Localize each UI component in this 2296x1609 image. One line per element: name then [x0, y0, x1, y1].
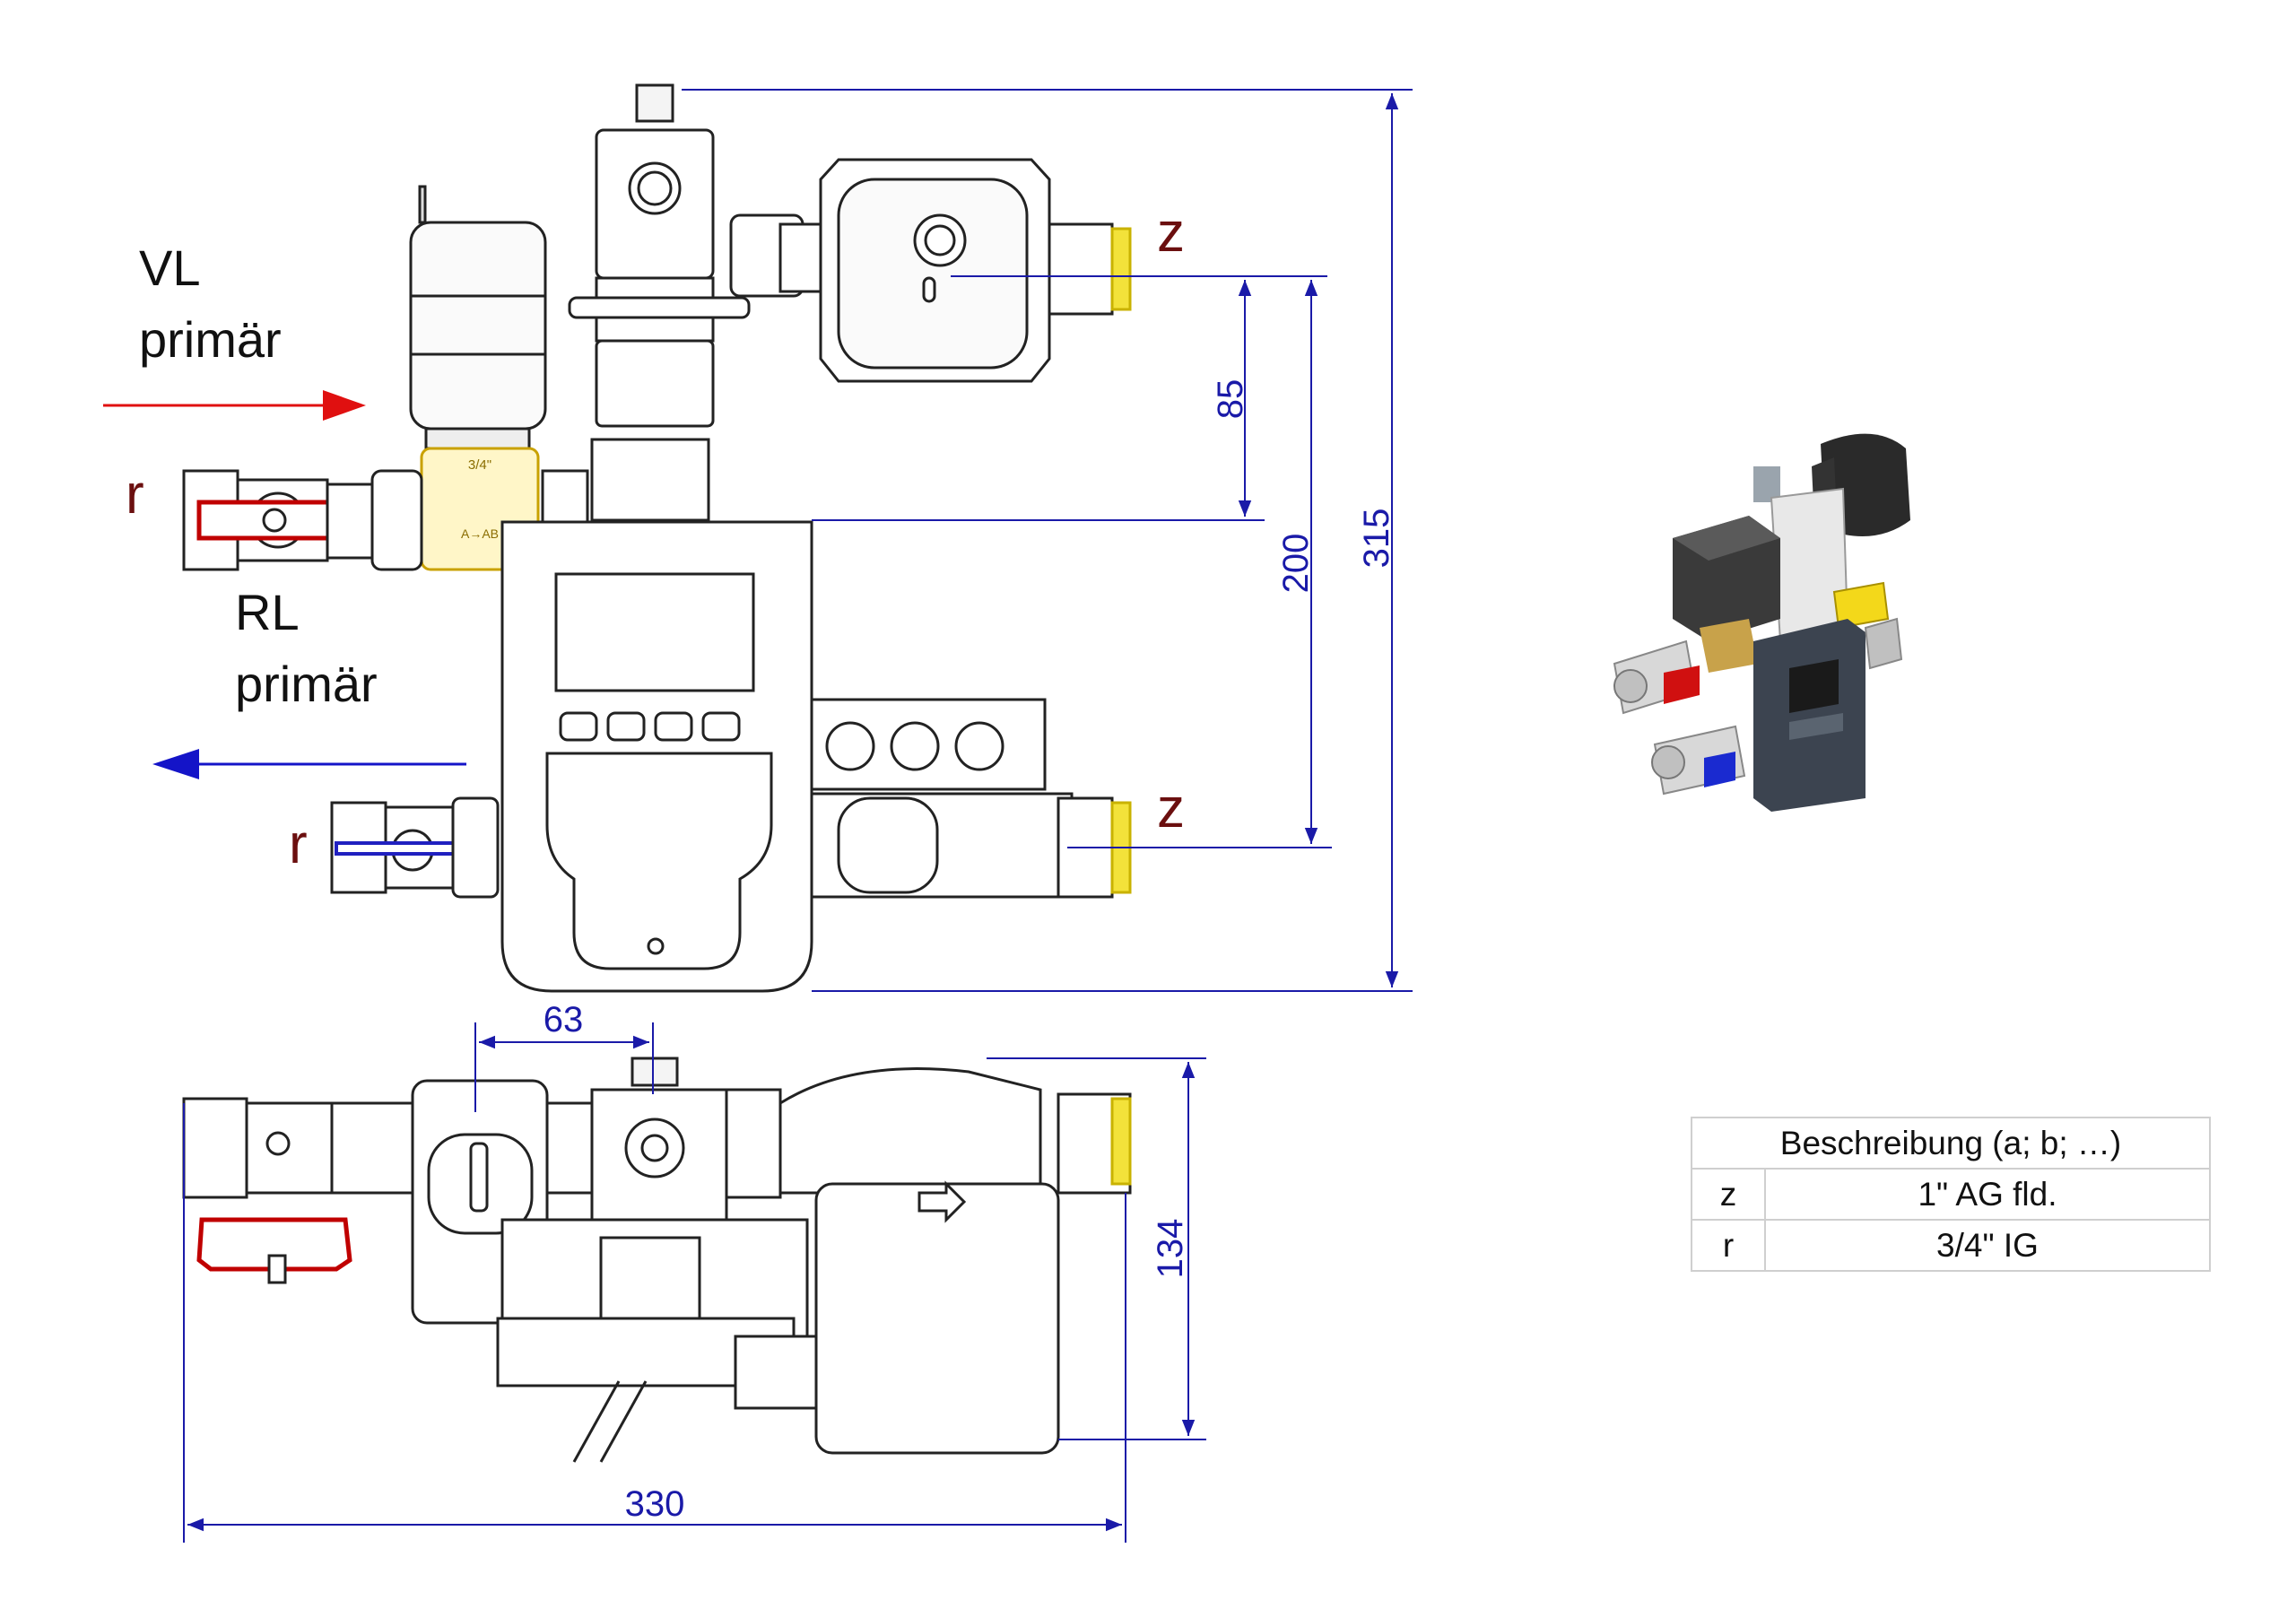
controller-key-1 [559, 711, 598, 742]
controller-key-4 [701, 711, 741, 742]
table-cell-description: 1" AG fld. [1764, 1168, 2211, 1221]
z-label-top: z [1157, 202, 1185, 264]
table-header: Beschreibung (a; b; …) [1691, 1117, 2211, 1170]
ball-valve-flow [182, 469, 423, 571]
r-label-bottom: r [289, 813, 308, 875]
description-table: Beschreibung (a; b; …) z 1" AG fld. r 3/… [1691, 1117, 2211, 1272]
ball-valve-return [330, 796, 500, 899]
table-cell-description: 3/4" IG [1764, 1219, 2211, 1272]
dim-200: 200 [1276, 534, 1316, 594]
rl-sub-label: primär [235, 656, 378, 712]
valve-marking-label: A→AB [461, 526, 499, 541]
controller-display [554, 572, 755, 692]
flow-arrows [103, 390, 466, 779]
table-row: r 3/4" IG [1691, 1219, 2211, 1272]
circulation-pump [729, 158, 1132, 383]
return-arrow-icon [152, 749, 199, 779]
front-view: 3/4" A→AB [182, 83, 1132, 993]
table-cell-code: r [1691, 1219, 1766, 1272]
table-header-row: Beschreibung (a; b; …) [1691, 1117, 2211, 1170]
flow-direction-icon [918, 1180, 967, 1223]
dim-134: 134 [1151, 1219, 1190, 1279]
table-cell-code: z [1691, 1168, 1766, 1221]
vl-label: VL [139, 239, 201, 296]
front-dimensions [682, 89, 1413, 992]
table-row: z 1" AG fld. [1691, 1168, 2211, 1221]
top-dimensions [183, 1022, 1206, 1543]
valve-size-label: 3/4" [468, 457, 491, 473]
valve-actuator [409, 185, 547, 450]
z-label-bottom: z [1157, 778, 1185, 839]
dim-63: 63 [544, 1000, 584, 1039]
red-handle-top-icon [196, 1217, 352, 1272]
vl-sub-label: primär [139, 311, 282, 368]
flow-arrow-icon [323, 390, 366, 421]
dim-330: 330 [625, 1484, 685, 1524]
dim-85: 85 [1211, 379, 1250, 420]
dim-315: 315 [1357, 509, 1396, 569]
r-label-top: r [126, 464, 144, 526]
isometric-preview [1613, 433, 1910, 812]
controller-key-2 [606, 711, 646, 742]
lower-pipe-block [810, 698, 1132, 899]
rl-label: RL [235, 584, 300, 640]
top-view [182, 1057, 1132, 1463]
thermostat-head [568, 83, 751, 428]
controller-housing [500, 520, 813, 993]
controller-key-3 [654, 711, 693, 742]
